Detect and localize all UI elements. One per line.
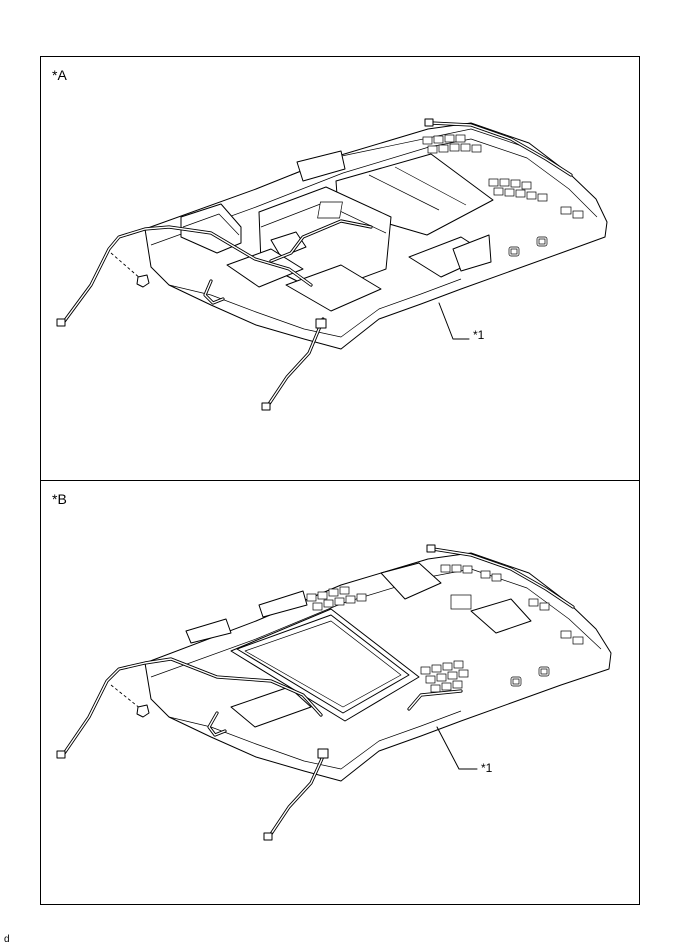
vent-grille-b-1: [306, 586, 367, 611]
panel-a-label: *A: [52, 67, 67, 83]
panel-b: *B: [40, 480, 640, 905]
leader-line-a: [438, 302, 470, 340]
connector-a-3: [424, 118, 434, 127]
vent-grille-b-2: [420, 660, 469, 693]
connector-a-2: [261, 402, 271, 411]
connector-b-1: [56, 750, 66, 759]
figure-code: d: [4, 934, 10, 945]
panel-a: *A: [40, 56, 640, 481]
connector-a-4: [315, 318, 327, 329]
headliner-a-illustration: [56, 118, 608, 411]
connector-b-3: [426, 544, 436, 553]
clip-a: [136, 274, 150, 288]
connector-a-1: [56, 318, 66, 327]
headliner-b-illustration: [56, 544, 612, 841]
wire-harness-b: [61, 547, 575, 839]
callout-a-1: *1: [473, 328, 485, 342]
connector-b-2: [263, 832, 273, 841]
clip-b: [136, 704, 150, 718]
leader-line-b: [436, 726, 478, 770]
callout-b-1: *1: [481, 761, 493, 775]
panel-b-label: *B: [52, 491, 67, 507]
vent-grille-a-2: [488, 178, 548, 202]
vent-grille-a-1: [422, 134, 482, 154]
sunroof-opening-b: [236, 614, 410, 714]
connector-b-4: [317, 748, 329, 759]
